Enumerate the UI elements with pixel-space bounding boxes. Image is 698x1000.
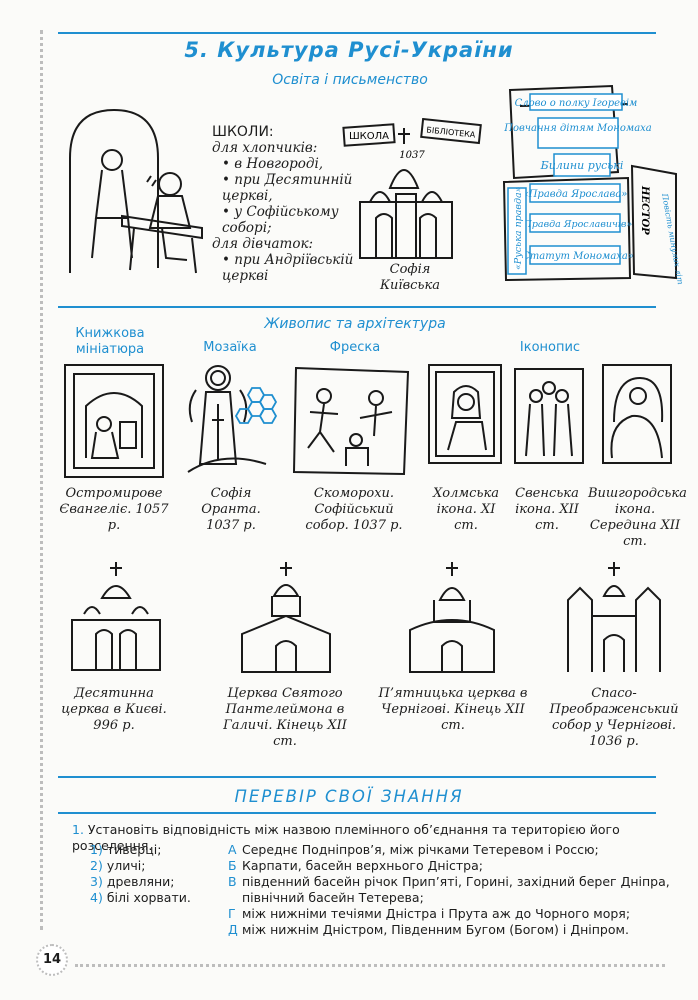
- book-title: Повість минулих літ: [660, 192, 685, 286]
- building-caption: Десятинна церква в Києві. 996 р.: [61, 686, 167, 733]
- question-text: Установіть відповідність між назвою плем…: [72, 822, 620, 853]
- svensk-icon-illustration: [514, 368, 584, 464]
- question-1: 1. Установіть відповідність між назвою п…: [72, 822, 672, 854]
- school-item: при Андріївській церкві: [212, 252, 362, 284]
- books-stack-illustration: Слово о полку Ігоревім Повчання дітям Мо…: [502, 84, 685, 286]
- ostromir-gospel-illustration: [64, 364, 164, 478]
- art-caption: Вишгородська ікона. Середина XII ст.: [588, 486, 687, 549]
- question-number: 1.: [72, 822, 84, 837]
- st-panteleimon-church-illustration: [241, 562, 331, 673]
- left-option: 1) тиверці;: [90, 842, 162, 857]
- art-caption: Софія Оранта. 1037 р.: [201, 486, 261, 533]
- category-fresco: Фреска: [329, 340, 381, 355]
- st-sophia-cathedral-illustration: ШКОЛА БІБЛІОТЕКА 1037: [342, 118, 482, 259]
- school-item: у Софійському соборі;: [212, 204, 362, 236]
- book-title: Билини руські: [540, 159, 624, 172]
- school-lesson-illustration: [69, 108, 203, 274]
- left-option: 2) уличі;: [90, 858, 146, 873]
- left-option: 4) білі хорвати.: [90, 890, 191, 905]
- quiz-bottom-rule: [58, 812, 656, 814]
- matching-left-column: 1) тиверці; 2) уличі; 3) древляни; 4) бі…: [90, 842, 210, 906]
- section-heading-painting: Живопис та архітектура: [264, 316, 446, 332]
- tithe-church-illustration: [71, 562, 161, 671]
- for-boys-label: для хлопчиків:: [212, 140, 318, 156]
- schools-list: ШКОЛИ: для хлопчиків: в Новгороді, при Д…: [212, 124, 362, 284]
- pyatnytska-church-illustration: [409, 562, 495, 673]
- for-girls-label: для дівчаток:: [212, 236, 314, 252]
- kholm-icon-illustration: [428, 364, 502, 464]
- cathedral-year: 1037: [399, 150, 425, 161]
- art-caption: Остромирове Євангеліє. 1057 р.: [59, 486, 169, 533]
- building-caption: Спасо-Преображенський собор у Чернігові.…: [549, 686, 679, 749]
- school-sign: ШКОЛА: [349, 131, 389, 142]
- schools-label: ШКОЛИ:: [212, 124, 274, 140]
- art-caption: Холмська ікона. XI ст.: [432, 486, 499, 533]
- skomorokhy-fresco-illustration: [292, 366, 410, 476]
- building-caption: П’ятницька церква в Чернігові. Кінець XI…: [378, 686, 528, 733]
- building-caption: Церква Святого Пантелеймона в Галичі. Кі…: [223, 686, 347, 749]
- cathedral-caption: Софія Київська: [379, 262, 441, 293]
- art-caption: Скоморохи. Софійський собор. 1037 р.: [305, 486, 403, 533]
- transfiguration-cathedral-illustration: [567, 562, 661, 672]
- quiz-top-rule: [58, 776, 656, 778]
- book-title: Слово о полку Ігоревім: [515, 98, 638, 109]
- sophia-oranta-illustration: [187, 365, 278, 473]
- book-title: «Руська правда»: [513, 186, 524, 270]
- book-title: «Статут Мономаха»: [516, 251, 634, 262]
- page-number: 14: [36, 944, 68, 976]
- vyshhorod-icon-illustration: [602, 364, 672, 464]
- section-heading-education: Освіта і письменство: [272, 72, 428, 88]
- page-title: 5. Культура Русі-України: [184, 38, 514, 62]
- book-title: Повчання дітям Мономаха: [503, 123, 652, 134]
- book-title: «Правда Ярослава»: [523, 189, 628, 200]
- category-icon-painting: Іконопис: [519, 340, 581, 355]
- section-divider: [58, 306, 656, 308]
- category-mosaic: Мозаїка: [203, 340, 257, 355]
- dotted-footer-line: [75, 964, 665, 967]
- art-caption: Свенська ікона. XII ст.: [515, 486, 579, 533]
- left-option: 3) древляни;: [90, 874, 175, 889]
- dotted-margin-line: [40, 30, 43, 930]
- school-item: в Новгороді,: [212, 156, 362, 172]
- quiz-heading: ПЕРЕВІР СВОЇ ЗНАННЯ: [234, 787, 464, 806]
- category-book-miniature: Книжкова мініатюра: [75, 326, 145, 357]
- book-title: НЕСТОР: [639, 185, 650, 235]
- top-rule: [58, 32, 656, 34]
- school-item: при Десятинній церкві,: [212, 172, 362, 204]
- book-title: «Правда Ярославичів»: [518, 219, 633, 230]
